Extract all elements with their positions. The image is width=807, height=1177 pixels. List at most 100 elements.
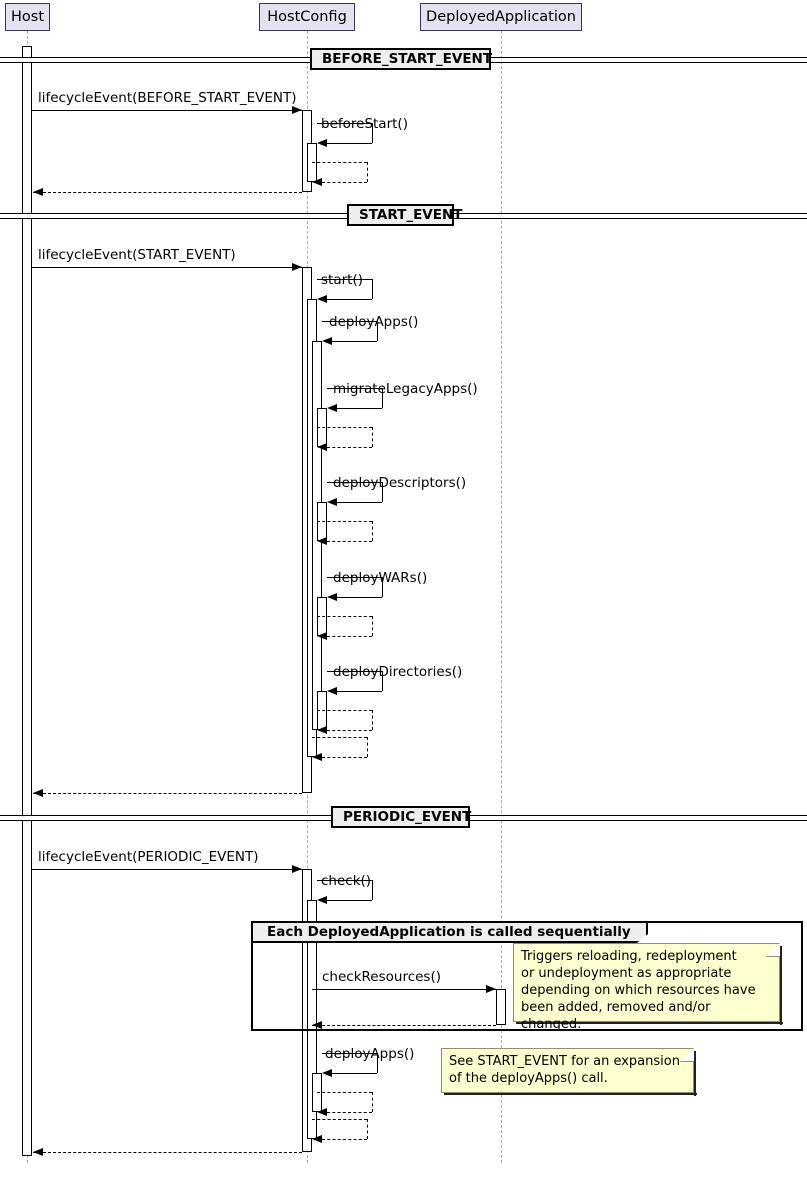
self-message-top-m3 (312, 162, 367, 163)
self-message-top-m22 (322, 1053, 377, 1054)
self-message-side-m24 (367, 1119, 368, 1139)
message-label-m2: beforeStart() (321, 116, 408, 132)
self-message-side-m22 (377, 1053, 378, 1073)
self-message-bottom-m8 (337, 408, 382, 409)
self-message-arrowhead-m12 (327, 593, 337, 601)
self-message-bottom-m16 (322, 757, 367, 758)
self-message-side-m23 (372, 1092, 373, 1112)
participant-host[interactable]: Host (5, 3, 50, 31)
self-message-arrowhead-m15 (317, 726, 327, 734)
self-message-top-m7 (322, 321, 377, 322)
activation-a-host (22, 46, 32, 1156)
self-message-top-m23 (317, 1092, 372, 1093)
self-message-arrowhead-m10 (327, 498, 337, 506)
note-shadow-b-note-deployapps (444, 1093, 697, 1095)
self-message-bottom-m2 (327, 143, 372, 144)
divider-label-periodic: PERIODIC_EVENT (331, 806, 471, 828)
self-message-bottom-m11 (327, 541, 372, 542)
self-message-top-m8 (327, 388, 382, 389)
self-message-top-m13 (317, 616, 372, 617)
self-message-arrowhead-m23 (317, 1108, 327, 1116)
message-label-m20: checkResources() (322, 969, 442, 985)
message-arrowhead-m17 (33, 789, 43, 797)
self-message-bottom-m19 (327, 900, 372, 901)
self-message-bottom-m10 (337, 502, 382, 503)
message-label-m7: deployApps() (329, 314, 419, 330)
self-message-bottom-m14 (337, 691, 382, 692)
self-message-bottom-m6 (327, 299, 372, 300)
self-message-side-m16 (367, 737, 368, 757)
message-label-m19: check() (321, 873, 372, 889)
self-message-arrowhead-m14 (327, 687, 337, 695)
self-message-bottom-m7 (332, 341, 377, 342)
self-message-side-m9 (372, 427, 373, 447)
message-arrowhead-m21 (312, 1021, 322, 1029)
message-line-m21 (312, 1025, 496, 1026)
self-message-arrowhead-m16 (312, 753, 322, 761)
self-message-top-m10 (327, 482, 382, 483)
note-shadow-note-deployapps (694, 1051, 696, 1096)
message-line-m25 (33, 1152, 302, 1153)
self-message-side-m2 (372, 123, 373, 143)
self-message-bottom-m3 (322, 182, 367, 183)
note-note-checkresources: Triggers reloading, redeployment or unde… (513, 943, 780, 1032)
message-line-m17 (33, 793, 302, 794)
self-message-side-m11 (372, 521, 373, 541)
message-arrowhead-m25 (33, 1148, 43, 1156)
divider-before-start: BEFORE_START_EVENT (0, 48, 807, 70)
self-message-top-m16 (312, 737, 367, 738)
message-line-m5 (32, 267, 302, 268)
message-label-m22: deployApps() (325, 1046, 415, 1062)
self-message-bottom-m12 (337, 597, 382, 598)
self-message-side-m14 (382, 671, 383, 691)
note-note-deployapps: See START_EVENT for an expansion of the … (441, 1048, 694, 1093)
message-label-m6: start() (321, 272, 363, 288)
self-message-bottom-m24 (322, 1139, 367, 1140)
self-message-arrowhead-m22 (322, 1069, 332, 1077)
note-shadow-b-note-checkresources (516, 1022, 783, 1024)
activation-a-da-check (496, 989, 506, 1025)
self-message-side-m13 (372, 616, 373, 636)
self-message-arrowhead-m9 (317, 443, 327, 451)
group-label-each-deployedapplication: Each DeployedApplication is called seque… (253, 923, 648, 943)
self-message-top-m15 (317, 710, 372, 711)
self-message-bottom-m22 (332, 1073, 377, 1074)
self-message-bottom-m9 (327, 447, 372, 448)
message-arrowhead-m20 (486, 985, 496, 993)
message-label-m8: migrateLegacyApps() (333, 381, 478, 397)
self-message-bottom-m23 (327, 1112, 372, 1113)
self-message-arrowhead-m11 (317, 537, 327, 545)
self-message-arrowhead-m2 (317, 139, 327, 147)
self-message-side-m7 (377, 321, 378, 341)
self-message-arrowhead-m3 (312, 178, 322, 186)
self-message-side-m8 (382, 388, 383, 408)
self-message-arrowhead-m24 (312, 1135, 322, 1143)
message-arrowhead-m5 (292, 263, 302, 271)
divider-start: START_EVENT (0, 204, 807, 226)
message-arrowhead-m18 (292, 865, 302, 873)
self-message-arrowhead-m7 (322, 337, 332, 345)
divider-label-before-start: BEFORE_START_EVENT (310, 48, 492, 70)
participant-hostcfg[interactable]: HostConfig (259, 3, 355, 31)
self-message-top-m19 (317, 880, 372, 881)
message-label-m18: lifecycleEvent(PERIODIC_EVENT) (38, 849, 259, 865)
message-line-m1 (32, 110, 302, 111)
self-message-arrowhead-m19 (317, 896, 327, 904)
message-label-m1: lifecycleEvent(BEFORE_START_EVENT) (38, 90, 297, 106)
self-message-top-m12 (327, 577, 382, 578)
lifeline-depapp (501, 31, 502, 1163)
self-message-side-m6 (372, 279, 373, 299)
self-message-side-m12 (382, 577, 383, 597)
self-message-side-m3 (367, 162, 368, 182)
message-label-m14: deployDirectories() (333, 664, 463, 680)
message-label-m12: deployWARs() (333, 570, 428, 586)
participant-depapp[interactable]: DeployedApplication (420, 3, 582, 31)
self-message-side-m19 (372, 880, 373, 900)
self-message-top-m9 (317, 427, 372, 428)
self-message-arrowhead-m13 (317, 632, 327, 640)
message-label-m10: deployDescriptors() (333, 475, 467, 491)
self-message-bottom-m13 (327, 636, 372, 637)
self-message-top-m2 (317, 123, 372, 124)
divider-label-start: START_EVENT (347, 204, 462, 226)
